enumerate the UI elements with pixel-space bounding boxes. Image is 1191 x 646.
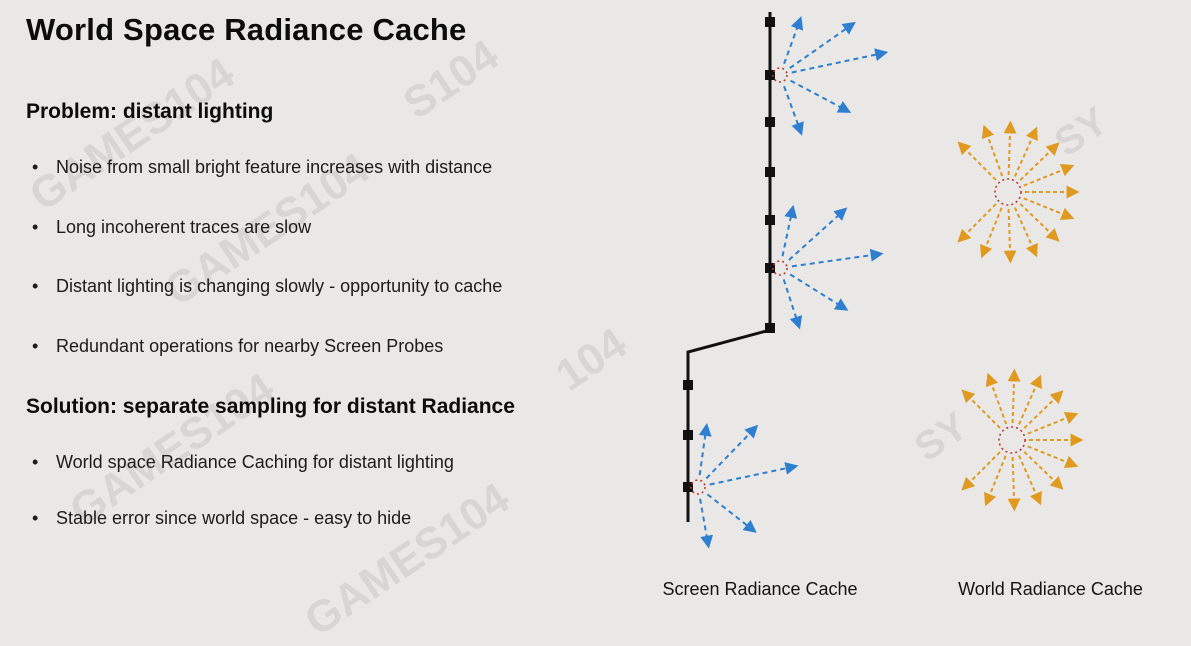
slide-title: World Space Radiance Cache xyxy=(26,12,467,47)
wall-line xyxy=(686,12,772,522)
ray-arrow xyxy=(1007,456,1021,512)
solution-heading: Solution: separate sampling for distant … xyxy=(26,395,515,419)
bullet-item: Long incoherent traces are slow xyxy=(26,217,644,239)
ray-arrow xyxy=(781,204,798,257)
solution-bullet-list: World space Radiance Caching for distant… xyxy=(26,452,644,529)
ray-arrow xyxy=(709,462,799,486)
ray-arrow xyxy=(790,79,852,113)
screen-probe-marker xyxy=(765,70,775,80)
bullet-item: Noise from small bright feature increase… xyxy=(26,157,644,179)
screen-probe-marker xyxy=(765,167,775,177)
screen-probe-marker xyxy=(765,17,775,27)
problem-bullet-list: Noise from small bright feature increase… xyxy=(26,157,644,357)
ray-arrow xyxy=(791,248,884,268)
problem-heading: Problem: distant lighting xyxy=(26,100,274,123)
radiance-cache-diagram xyxy=(683,12,1084,549)
ray-arrow xyxy=(1018,455,1042,506)
screen-probe-marker xyxy=(765,117,775,127)
bullet-item: Redundant operations for nearby Screen P… xyxy=(26,336,644,358)
bullet-text: Long incoherent traces are slow xyxy=(56,216,312,237)
ray-arrow xyxy=(957,141,997,181)
ray-arrow xyxy=(1003,120,1017,176)
ray-arrow xyxy=(1023,164,1075,187)
ray-arrow xyxy=(783,16,804,65)
ray-arrow xyxy=(791,48,889,74)
bullet-text: World space Radiance Caching for distant… xyxy=(56,452,454,473)
ray-arrow xyxy=(961,451,1001,491)
bullet-item: World space Radiance Caching for distant… xyxy=(26,452,644,474)
screen-probe-marker xyxy=(765,215,775,225)
bullet-item: Distant lighting is changing slowly - op… xyxy=(26,276,644,298)
text-column: World Space Radiance Cache Problem: dist… xyxy=(26,12,644,564)
bullet-text: Stable error since world space - easy to… xyxy=(56,507,412,528)
ray-arrow xyxy=(706,493,757,533)
ray-arrow xyxy=(1023,451,1064,490)
screen-probe-marker xyxy=(683,380,693,390)
bullet-text: Redundant operations for nearby Screen P… xyxy=(56,335,444,356)
bullet-text: Distant lighting is changing slowly - op… xyxy=(56,276,503,297)
ray-arrow xyxy=(1019,142,1060,181)
probe-center-dotted-circle xyxy=(998,426,1026,454)
ray-arrow xyxy=(1007,368,1021,424)
ray-arrow xyxy=(1027,445,1079,468)
ray-arrow xyxy=(698,423,712,476)
ray-arrow xyxy=(1018,374,1042,425)
ray-arrow xyxy=(789,21,856,69)
ray-arrow xyxy=(1023,390,1064,429)
ray-arrow xyxy=(1003,208,1017,264)
ray-arrow xyxy=(1019,203,1060,242)
screen-radiance-cache-label: Screen Radiance Cache xyxy=(662,579,858,599)
ray-arrow xyxy=(705,424,759,480)
probe-center-dotted-circle xyxy=(994,178,1022,206)
ray-arrow xyxy=(788,207,848,261)
ray-arrow xyxy=(1014,207,1038,258)
ray-arrow xyxy=(1027,412,1079,435)
ray-arrow xyxy=(782,279,803,330)
ray-arrow xyxy=(789,273,849,311)
ray-arrow xyxy=(985,372,1008,425)
world-radiance-cache-label: World Radiance Cache xyxy=(958,579,1143,599)
ray-arrow xyxy=(1023,197,1075,220)
screen-probe-marker xyxy=(683,482,693,492)
ray-arrow xyxy=(981,124,1004,177)
ray-arrow xyxy=(699,498,714,549)
ray-arrow xyxy=(1014,126,1038,177)
screen-probe-marker xyxy=(765,263,775,273)
probe-center-dotted-circle xyxy=(772,260,788,276)
ray-arrow xyxy=(984,455,1007,507)
ray-arrow xyxy=(980,207,1003,259)
bullet-item: Stable error since world space - easy to… xyxy=(26,508,644,530)
screen-probe-marker xyxy=(765,323,775,333)
screen-probe-marker xyxy=(683,430,693,440)
ray-arrow xyxy=(961,389,1001,429)
bullet-text: Noise from small bright feature increase… xyxy=(56,157,493,177)
probe-center-dotted-circle xyxy=(772,67,788,83)
probe-center-dotted-circle xyxy=(690,479,706,495)
ray-arrow xyxy=(957,203,997,243)
ray-arrow xyxy=(783,85,804,136)
